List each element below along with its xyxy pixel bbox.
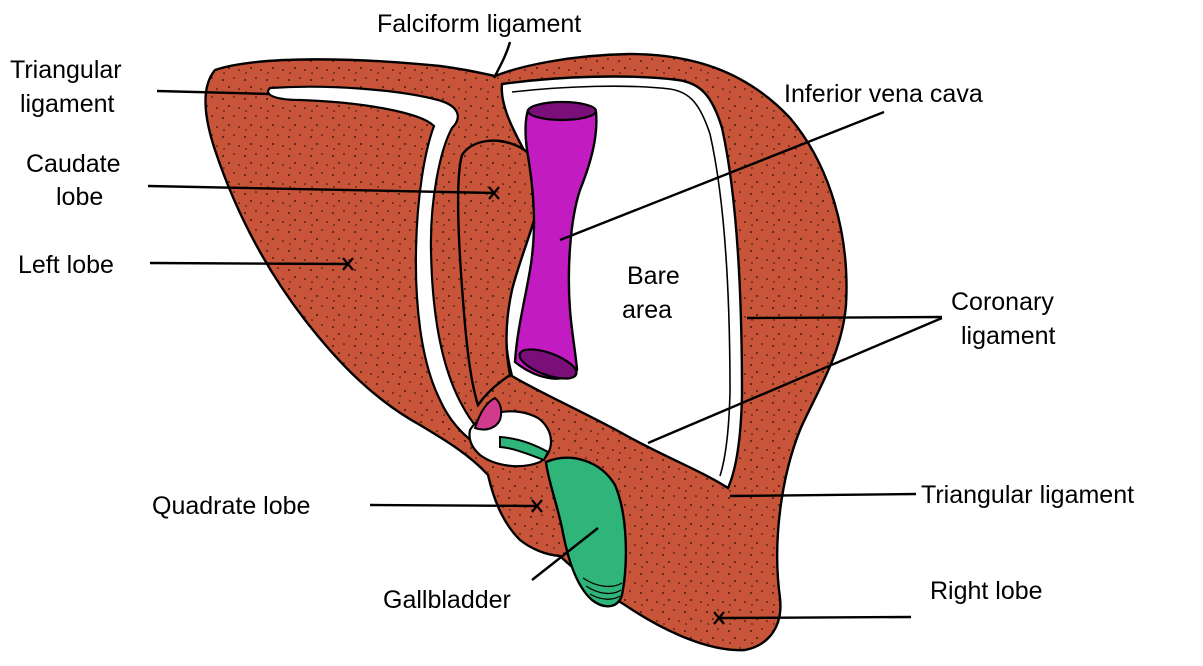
- label-caudate-lobe: Caudate lobe: [26, 150, 127, 211]
- label-triangular-left-line2: ligament: [20, 90, 115, 118]
- label-inferior-vena-cava: Inferior vena cava: [784, 80, 983, 108]
- label-bare-area-line2: area: [622, 296, 672, 324]
- label-coronary-ligament: Coronary ligament: [951, 288, 1061, 350]
- label-falciform-ligament: Falciform ligament: [377, 10, 581, 38]
- label-caudate-line1: Caudate: [26, 150, 121, 178]
- label-coronary-line2: ligament: [961, 322, 1056, 350]
- label-coronary-line1: Coronary: [951, 288, 1054, 316]
- label-triangular-left-line1: Triangular: [10, 56, 122, 84]
- leader-coronary-upper: [747, 317, 942, 318]
- label-caudate-line2: lobe: [56, 183, 103, 211]
- vena-cava-top-opening: [528, 102, 596, 120]
- label-gallbladder: Gallbladder: [383, 586, 511, 614]
- label-left-lobe: Left lobe: [18, 251, 114, 279]
- label-triangular-ligament-right: Triangular ligament: [921, 481, 1134, 509]
- leader-quadrate: [370, 505, 537, 506]
- leader-right-lobe: [719, 617, 911, 618]
- label-triangular-ligament-left: Triangular ligament: [10, 56, 129, 118]
- label-right-lobe: Right lobe: [930, 577, 1043, 605]
- leader-left-lobe: [150, 263, 348, 264]
- label-quadrate-lobe: Quadrate lobe: [152, 492, 310, 520]
- label-bare-area-line1: Bare: [627, 262, 680, 290]
